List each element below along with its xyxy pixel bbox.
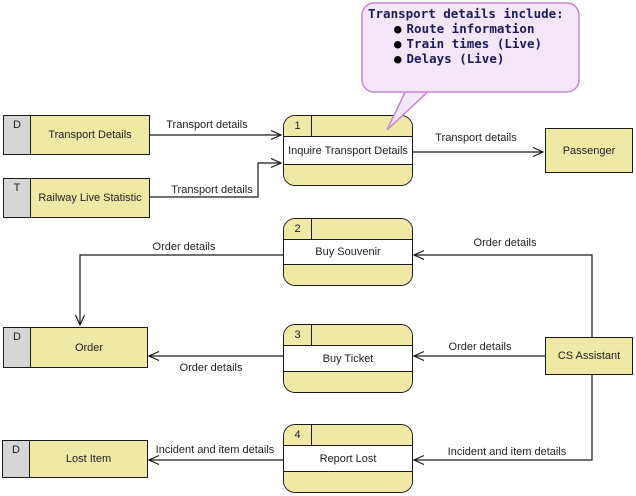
process-label: Buy Souvenir: [284, 240, 412, 264]
data-store-label: Lost Item: [65, 453, 112, 465]
process-footer: [284, 371, 412, 392]
process-header: 4: [284, 425, 412, 446]
process-number: 1: [284, 116, 312, 136]
entity-label: CS Assistant: [557, 350, 621, 362]
process-inquire-transport-details[interactable]: 1 Inquire Transport Details: [283, 115, 413, 186]
process-header: 1: [284, 116, 412, 137]
data-store-type-tag: T: [4, 179, 31, 217]
process-footer: [284, 471, 412, 492]
external-entity-passenger[interactable]: Passenger: [545, 128, 633, 173]
data-store-type-tag: D: [4, 116, 31, 154]
process-buy-souvenir[interactable]: 2 Buy Souvenir: [283, 218, 413, 286]
external-entity-cs-assistant[interactable]: CS Assistant: [545, 337, 633, 375]
data-store-railway-live-statistic[interactable]: T Railway Live Statistic: [3, 178, 150, 218]
process-header: 2: [284, 219, 412, 240]
data-store-order[interactable]: D Order: [3, 327, 148, 368]
process-number: 4: [284, 425, 312, 445]
data-store-lost-item[interactable]: D Lost Item: [2, 440, 148, 478]
data-store-label: Railway Live Statistic: [38, 192, 142, 204]
data-store-type-tag: D: [3, 441, 30, 477]
process-footer: [284, 164, 412, 185]
process-buy-ticket[interactable]: 3 Buy Ticket: [283, 324, 413, 393]
process-number: 2: [284, 219, 312, 239]
data-store-type-tag: D: [4, 328, 31, 367]
process-number: 3: [284, 325, 312, 345]
process-label: Report Lost: [284, 446, 412, 471]
process-label: Inquire Transport Details: [284, 137, 412, 164]
data-store-label: Transport Details: [48, 129, 132, 141]
data-store-transport-details[interactable]: D Transport Details: [3, 115, 150, 155]
process-label: Buy Ticket: [284, 346, 412, 371]
process-footer: [284, 264, 412, 285]
process-report-lost[interactable]: 4 Report Lost: [283, 424, 413, 493]
process-header: 3: [284, 325, 412, 346]
data-store-label: Order: [74, 341, 104, 354]
entity-label: Passenger: [562, 144, 616, 157]
